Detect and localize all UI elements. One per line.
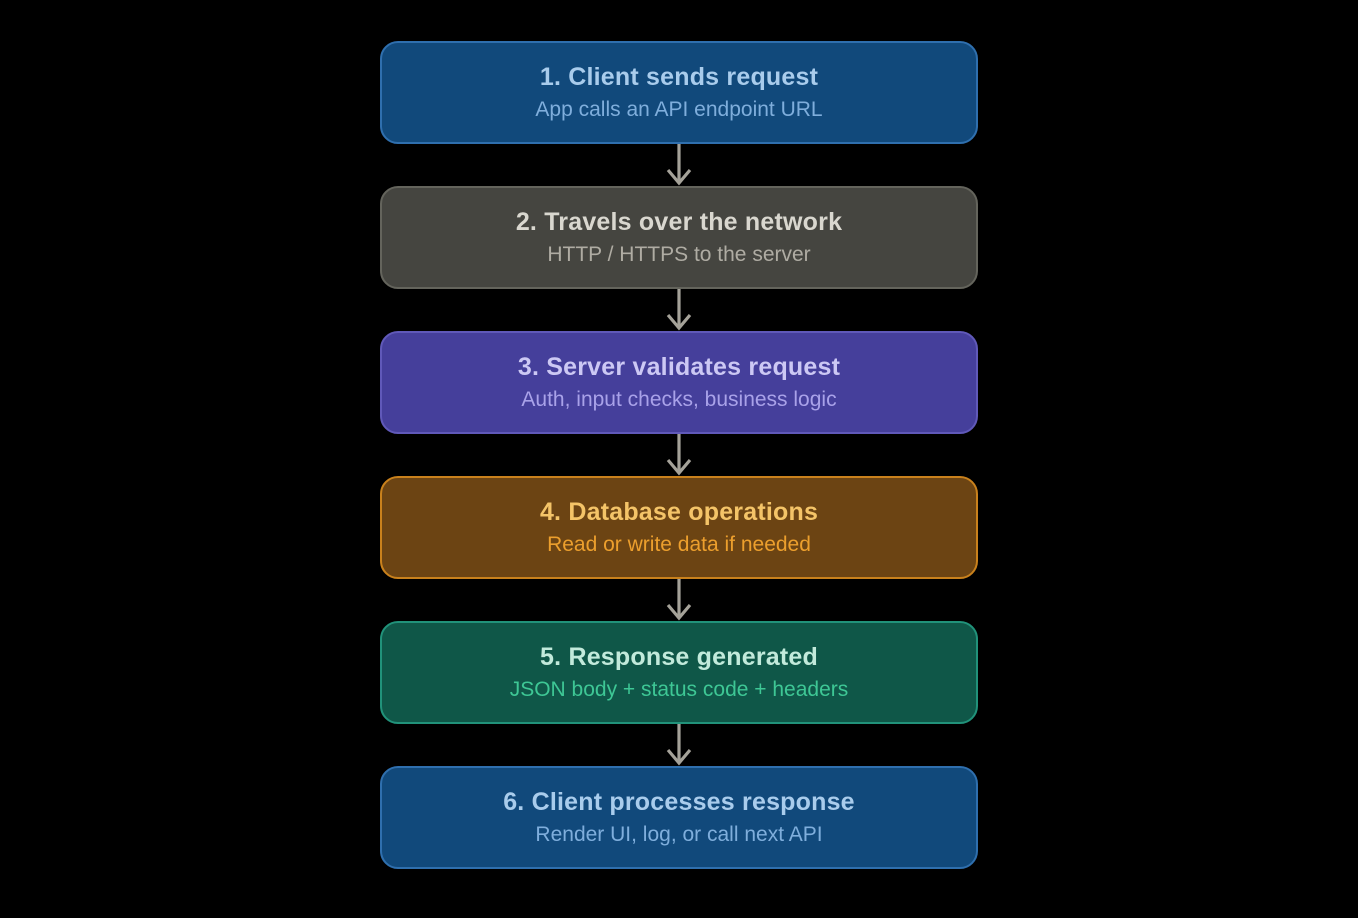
step-title: 3. Server validates request <box>517 352 841 381</box>
step-subtitle: JSON body + status code + headers <box>509 678 849 702</box>
step-box-6: 6. Client processes response Render UI, … <box>380 766 978 869</box>
arrow-down-icon <box>666 724 692 766</box>
arrow-down-icon <box>666 579 692 621</box>
step-title: 1. Client sends request <box>539 62 819 91</box>
step-box-5: 5. Response generated JSON body + status… <box>380 621 978 724</box>
step-subtitle: Auth, input checks, business logic <box>521 388 837 412</box>
step-title: 4. Database operations <box>539 497 819 526</box>
step-subtitle: Render UI, log, or call next API <box>535 823 823 847</box>
step-title: 5. Response generated <box>540 642 818 671</box>
arrow-down-icon <box>666 144 692 186</box>
step-subtitle: Read or write data if needed <box>547 533 811 557</box>
arrow-down-icon <box>666 289 692 331</box>
step-title: 2. Travels over the network <box>515 207 843 236</box>
step-box-2: 2. Travels over the network HTTP / HTTPS… <box>380 186 978 289</box>
step-box-4: 4. Database operations Read or write dat… <box>380 476 978 579</box>
arrow-down-icon <box>666 434 692 476</box>
step-subtitle: App calls an API endpoint URL <box>535 98 823 122</box>
step-box-3: 3. Server validates request Auth, input … <box>380 331 978 434</box>
step-title: 6. Client processes response <box>503 787 855 816</box>
step-subtitle: HTTP / HTTPS to the server <box>547 243 811 267</box>
api-request-flowchart: 1. Client sends request App calls an API… <box>380 41 978 869</box>
step-box-1: 1. Client sends request App calls an API… <box>380 41 978 144</box>
